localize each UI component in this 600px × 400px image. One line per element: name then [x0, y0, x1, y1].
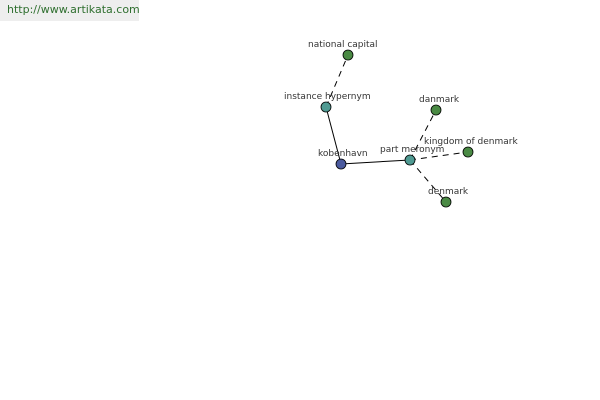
- label-layer: kobenhavn instance hypernym national capit…: [284, 40, 518, 197]
- edge-part-meronym-to-kingdom-of-denmark: [409, 151, 469, 161]
- edge-instance-hypernym-to-national-capital: [325, 54, 349, 108]
- node-national-capital[interactable]: [342, 49, 354, 61]
- node-label-kingdom-of-denmark[interactable]: kingdom of denmark: [424, 137, 518, 147]
- edge-layer: [325, 54, 469, 203]
- node-label-kobenhavn[interactable]: kobenhavn: [318, 149, 368, 159]
- node-danmark[interactable]: [430, 104, 442, 116]
- node-part-meronym[interactable]: [404, 154, 416, 166]
- node-label-national-capital[interactable]: national capital: [308, 40, 378, 50]
- node-denmark[interactable]: [440, 196, 452, 208]
- node-label-denmark[interactable]: denmark: [428, 187, 469, 197]
- edge-kobenhavn-to-instance-hypernym: [325, 106, 342, 165]
- node-label-part-meronym[interactable]: part meronym: [380, 145, 444, 155]
- node-label-danmark[interactable]: danmark: [419, 95, 460, 105]
- url-banner[interactable]: http://www.artikata.com: [0, 0, 140, 21]
- edge-part-meronym-to-denmark: [409, 159, 447, 203]
- node-label-instance-hypernym[interactable]: instance hypernym: [284, 92, 371, 102]
- node-kobenhavn[interactable]: [335, 158, 347, 170]
- edge-kobenhavn-to-part-meronym: [340, 159, 411, 165]
- node-kingdom-of-denmark[interactable]: [462, 146, 474, 158]
- edge-part-meronym-to-danmark: [409, 109, 437, 161]
- node-layer: [320, 49, 474, 208]
- node-instance-hypernym[interactable]: [320, 101, 332, 113]
- url-link[interactable]: http://www.artikata.com: [7, 3, 140, 16]
